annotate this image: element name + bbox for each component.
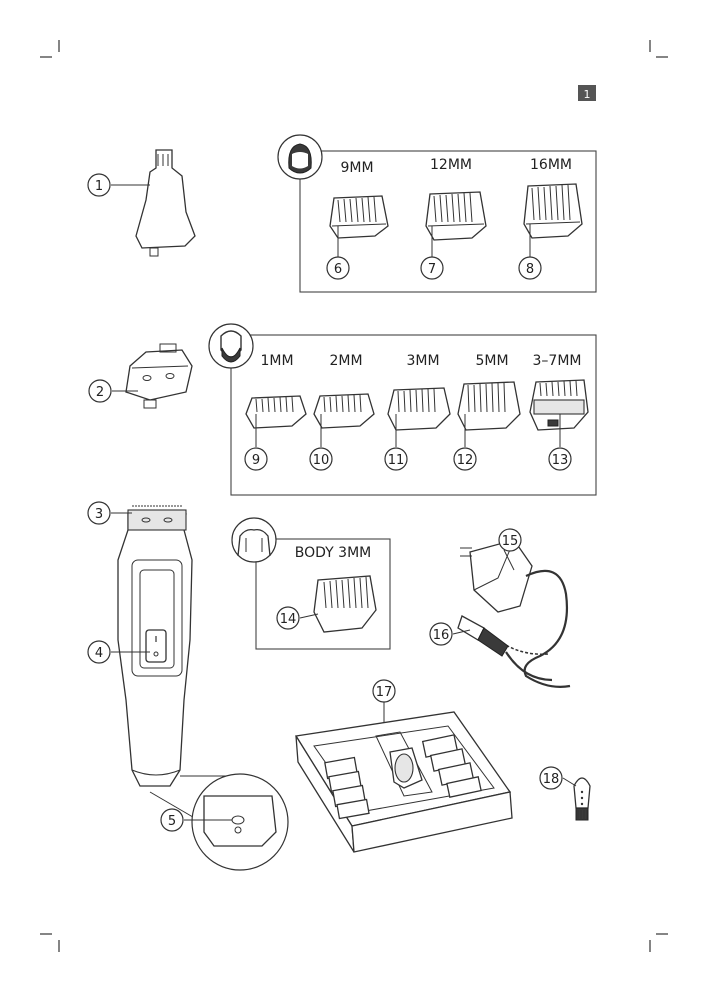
comb-length-label-16mm: 16MM [530,157,572,173]
comb-length-label-5mm: 5MM [475,353,508,369]
svg-text:3: 3 [95,507,103,522]
comb-3mm [387,387,451,431]
tray-combs-right [421,734,482,798]
svg-text:2: 2 [96,385,104,400]
cord-plug [457,615,553,682]
comb-5mm [457,381,521,431]
body-comb-group: BODY 3MM [231,517,391,650]
comb-2mm [313,393,375,429]
comb-length-label-9mm: 9MM [340,160,373,176]
torso-icon [231,517,277,563]
svg-text:13: 13 [552,453,569,468]
comb-length-label-2mm: 2MM [329,353,362,369]
callout-5 [160,808,184,832]
comb-length-label-12mm: 12MM [430,157,472,173]
callout-12 [453,447,477,471]
callout-8 [518,256,542,280]
callout-11 [384,447,408,471]
body-comb-label: BODY 3MM [295,545,371,561]
page-number-badge: 1 [578,85,596,101]
charging-socket-detail [149,773,289,871]
page-number: 1 [584,88,591,101]
crop-marks [40,40,668,952]
nose-trimmer-attachment [135,149,196,257]
svg-text:8: 8 [526,262,534,277]
power-symbol-icon [153,636,159,657]
comb-16mm [523,183,583,239]
svg-text:6: 6 [334,262,342,277]
svg-text:1: 1 [95,179,103,194]
callout-18 [539,766,563,790]
callouts: 1 2 3 4 5 6 7 8 9 10 [87,173,577,832]
svg-text:11: 11 [388,453,405,468]
svg-text:12: 12 [457,453,474,468]
svg-text:15: 15 [502,534,519,549]
comb-1mm [245,395,307,429]
comb-length-label-3mm: 3MM [406,353,439,369]
comb-9mm [329,195,389,239]
callout-7 [420,256,444,280]
head-silhouette-icon [277,134,323,180]
callout-10 [309,447,333,471]
comb-adjustable-3-7mm [529,379,589,431]
callout-13 [548,447,572,471]
comb-length-label-1mm: 1MM [260,353,293,369]
callout-1 [87,173,111,197]
precision-trimmer-attachment [125,343,193,409]
comb-12mm [425,191,487,241]
svg-text:17: 17 [376,685,393,700]
tray-trimmer-slot [389,747,423,789]
svg-text:7: 7 [428,262,436,277]
beard-comb-group: 1MM 2MM 3MM 5MM 3–7MM [208,323,597,496]
callout-9 [244,447,268,471]
svg-text:9: 9 [252,453,260,468]
callout-15 [498,528,522,552]
svg-text:10: 10 [313,453,330,468]
cleaning-brush [573,777,591,821]
svg-text:18: 18 [543,772,560,787]
power-button [145,629,167,663]
callout-6 [326,256,350,280]
head-comb-group: 9MM 12MM 16MM [277,134,597,293]
callout-16 [429,622,453,646]
callout-17 [372,679,396,703]
callout-14 [276,606,300,630]
storage-tray [294,702,513,853]
callout-2 [88,379,112,403]
comb-body-3mm [313,575,377,633]
callout-3 [87,501,111,525]
svg-text:14: 14 [280,612,297,627]
svg-text:5: 5 [168,814,176,829]
trimmer-handle [117,505,193,787]
callout-4 [87,640,111,664]
svg-text:4: 4 [95,646,103,661]
comb-length-label-3-7mm: 3–7MM [533,353,582,369]
beard-face-icon [208,323,254,369]
svg-text:16: 16 [433,628,450,643]
tray-combs-left [324,756,370,820]
